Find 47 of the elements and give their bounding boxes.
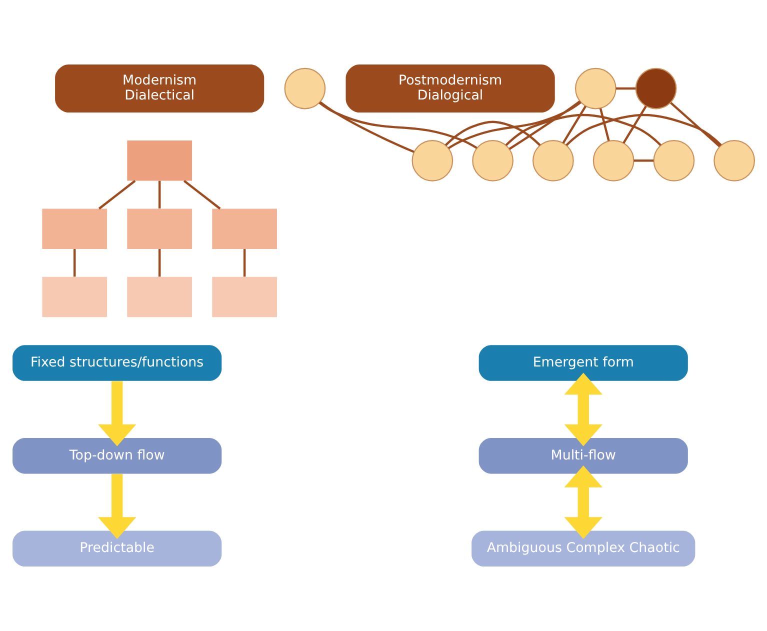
arrow: [98, 381, 136, 446]
node-box: [127, 276, 192, 318]
connector: [505, 114, 662, 146]
node-circle: [714, 140, 755, 182]
connector: [74, 249, 76, 277]
connector: [616, 87, 636, 90]
node-box: [127, 208, 192, 249]
node-box: Multi-flow: [478, 438, 688, 474]
node-circle: [412, 140, 454, 182]
arrow: [564, 466, 603, 540]
node-box: Emergent form: [478, 345, 688, 381]
connector: [448, 101, 582, 150]
node-box: Fixed structures/functions: [12, 345, 222, 381]
node-box: Postmodernism Dialogical: [346, 64, 555, 113]
node-box: [42, 208, 108, 249]
node-circle: [574, 68, 616, 110]
arrow: [98, 474, 136, 540]
connector: [158, 249, 161, 277]
node-circle: [635, 68, 677, 110]
node-box: Ambiguous Complex Chaotic: [472, 530, 696, 567]
node-box: Predictable: [12, 530, 222, 567]
connector: [634, 160, 654, 162]
connector: [158, 180, 161, 208]
connector: [670, 102, 720, 148]
node-box: [212, 276, 277, 318]
connector: [444, 120, 541, 146]
node-box: Modernism Dialectical: [55, 64, 264, 113]
connector: [243, 249, 246, 277]
connector: [508, 100, 581, 150]
connector: [320, 101, 414, 153]
node-circle: [284, 68, 326, 110]
connector: [562, 106, 587, 144]
connector: [622, 106, 647, 144]
node-circle: [472, 140, 514, 182]
connector: [183, 180, 221, 210]
node-circle: [592, 140, 634, 182]
node-circle: [653, 140, 695, 182]
arrow: [564, 372, 603, 446]
node-circle: [532, 140, 574, 182]
node-box: [212, 208, 277, 249]
connector: [599, 108, 610, 141]
connector: [318, 102, 478, 149]
node-box: [42, 276, 108, 318]
connector: [566, 114, 722, 146]
node-box: [127, 140, 192, 181]
node-box: Top-down flow: [12, 438, 222, 474]
connector: [98, 180, 136, 210]
